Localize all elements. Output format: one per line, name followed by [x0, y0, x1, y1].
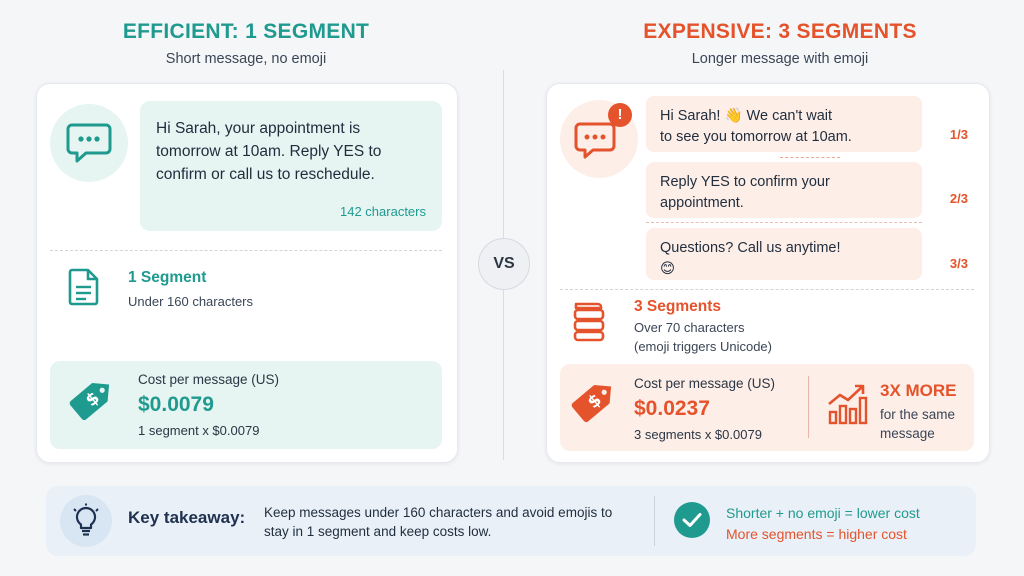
takeaway-text-2: stay in 1 segment and keep costs low.	[264, 524, 492, 539]
segment-dash-1	[780, 157, 840, 158]
left-segment-sub: Under 160 characters	[128, 294, 254, 309]
left-segment-title: 1 Segment	[128, 269, 207, 286]
segment-dash-2	[646, 222, 922, 223]
char-count: 142 characters	[340, 204, 426, 219]
stack-icon	[572, 300, 608, 347]
short-message-text: Hi Sarah, your appointment is tomorrow a…	[156, 120, 382, 183]
segment-3-number: 3/3	[949, 256, 968, 271]
segment-1-number: 1/3	[949, 127, 968, 142]
segment-2-line1: Reply YES to confirm your	[660, 174, 830, 190]
takeaway-text-1: Keep messages under 160 characters and a…	[264, 505, 613, 520]
cost-box-divider	[808, 376, 809, 438]
segment-bubble-1: Hi Sarah! 👋 We can't wait to see you tom…	[646, 96, 922, 152]
left-subtitle: Short message, no emoji	[165, 51, 327, 67]
segment-2-line2: appointment.	[660, 195, 744, 211]
segment-3-line1: Questions? Call us anytime!	[660, 240, 841, 256]
right-segment-title: 3 Segments	[634, 298, 722, 315]
more-title: 3X MORE	[880, 381, 957, 400]
price-tag-icon-right: $	[566, 372, 624, 433]
right-dash-divider	[560, 289, 974, 290]
left-cost-box	[50, 361, 442, 449]
right-subtitle: Longer message with emoji	[691, 51, 869, 67]
right-cost-box	[560, 364, 974, 451]
segment-3-line2: 😊	[660, 261, 676, 277]
left-title: EFFICIENT: 1 SEGMENT	[122, 20, 370, 43]
right-cost-label: Cost per message (US)	[634, 376, 776, 391]
right-title: EXPENSIVE: 3 SEGMENTS	[643, 20, 917, 43]
lightbulb-icon	[60, 495, 112, 547]
segment-1-line1: Hi Sarah! 👋 We can't wait	[660, 108, 833, 124]
left-dash-divider	[50, 250, 442, 251]
document-icon	[68, 268, 100, 311]
chat-bubble-icon	[50, 104, 128, 182]
takeaway-panel	[46, 486, 976, 556]
takeaway-label: Key takeaway:	[128, 508, 246, 527]
price-tag-icon: $	[64, 370, 122, 431]
growth-chart-icon	[826, 382, 870, 431]
vs-badge: VS	[478, 238, 530, 290]
more-sub1: for the same	[880, 407, 956, 422]
segment-bubble-2: Reply YES to confirm your appointment.	[646, 162, 922, 218]
segment-bubble-3: Questions? Call us anytime! 😊	[646, 228, 922, 280]
left-cost-calc: 1 segment x $0.0079	[138, 423, 260, 438]
takeaway-bad: More segments = higher cost	[726, 526, 907, 542]
right-cost-value: $0.0237	[634, 397, 710, 420]
alert-badge-icon: !	[608, 103, 632, 127]
takeaway-divider	[654, 496, 655, 546]
more-sub2: message	[880, 426, 935, 441]
segment-2-number: 2/3	[949, 191, 968, 206]
checkmark-icon	[674, 502, 710, 538]
right-segment-sub1: Over 70 characters	[634, 320, 745, 335]
right-cost-calc: 3 segments x $0.0079	[634, 427, 762, 442]
segment-1-line2: to see you tomorrow at 10am.	[660, 129, 852, 145]
right-segment-sub2: (emoji triggers Unicode)	[634, 339, 772, 354]
short-message-bubble: Hi Sarah, your appointment is tomorrow a…	[140, 101, 442, 231]
left-cost-label: Cost per message (US)	[138, 372, 280, 387]
takeaway-good: Shorter + no emoji = lower cost	[726, 505, 920, 521]
left-cost-value: $0.0079	[138, 393, 214, 416]
